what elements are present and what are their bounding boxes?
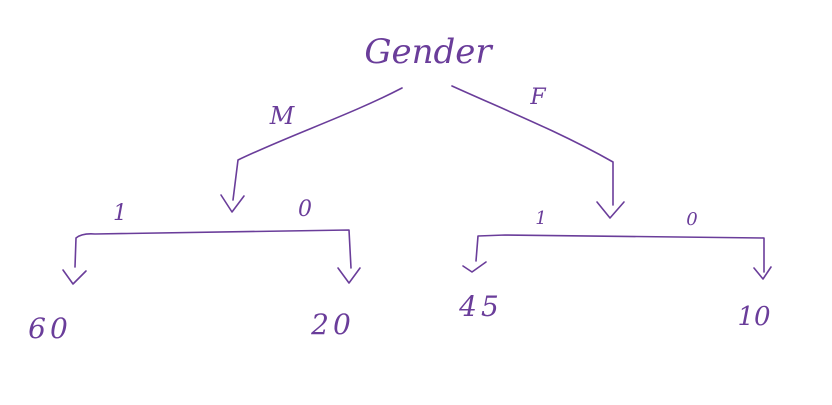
- branch-line-female: [451, 85, 614, 206]
- leaf-count-male-1: 60: [28, 312, 72, 345]
- male-split-label-0: 0: [298, 197, 312, 222]
- branch-label-male: M: [269, 102, 296, 130]
- female-split-label-1: 1: [535, 208, 546, 229]
- split-bracket-female: [475, 234, 765, 273]
- leaf-count-male-0: 20: [310, 308, 355, 341]
- arrow-head-male-1: [62, 269, 87, 285]
- arrow-head-male: [220, 194, 245, 213]
- arrow-head-male-0: [337, 267, 361, 284]
- arrow-head-female-0: [753, 266, 772, 280]
- arrow-head-female: [596, 201, 625, 219]
- arrow-head-female-1: [462, 261, 487, 273]
- leaf-count-female-0: 10: [737, 302, 770, 332]
- female-split-label-0: 0: [686, 209, 697, 230]
- root-label: Gender: [364, 32, 493, 72]
- branch-label-female: F: [529, 85, 546, 110]
- branch-line-male: [232, 87, 403, 201]
- leaf-count-female-1: 45: [458, 290, 503, 323]
- male-split-label-1: 1: [113, 201, 127, 226]
- split-bracket-male: [74, 229, 352, 269]
